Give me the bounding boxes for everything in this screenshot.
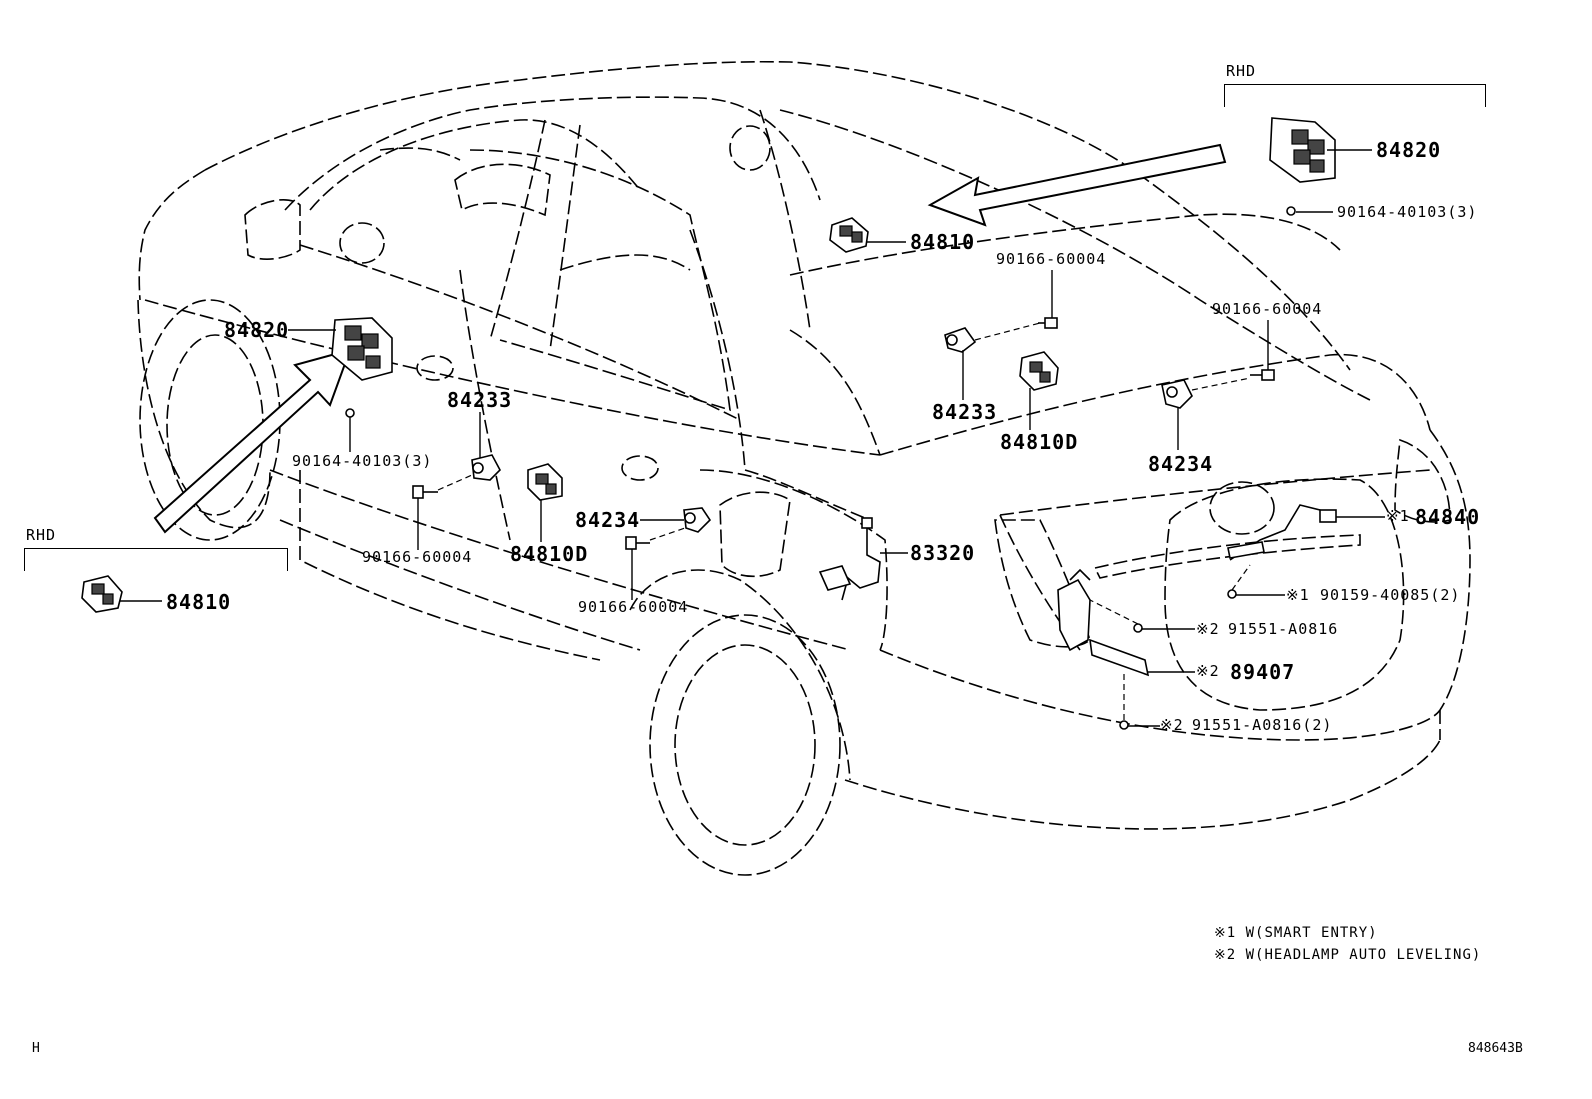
part-91551-a[interactable]: 91551-A0816 — [1228, 620, 1339, 638]
switch-84234-right-icon — [1161, 379, 1193, 409]
part-84810-mid[interactable]: 84810 — [910, 230, 976, 254]
part-90166-left[interactable]: 90166-60004 — [362, 548, 473, 566]
part-90164-left[interactable]: 90164-40103(3) — [292, 452, 433, 470]
bolt-91551-a-icon — [1133, 623, 1143, 633]
mark-1-90159: ※1 — [1286, 586, 1310, 604]
part-84233-right[interactable]: 84233 — [932, 400, 998, 424]
switch-84810D-left-icon — [527, 463, 563, 501]
rhd-label-top: RHD — [1226, 62, 1257, 80]
switch-84820-left-icon — [331, 317, 393, 381]
bolt-90166-a-icon — [1038, 317, 1058, 329]
sensor-83320-icon — [818, 517, 881, 601]
part-84840[interactable]: 84840 — [1415, 505, 1481, 529]
sensor-89407-icon — [1057, 568, 1150, 677]
note-smart-entry: ※1 W(SMART ENTRY) — [1214, 925, 1378, 941]
part-83320[interactable]: 83320 — [910, 541, 976, 565]
part-84820-top[interactable]: 84820 — [1376, 138, 1442, 162]
part-84810-rhd[interactable]: 84810 — [166, 590, 232, 614]
part-84234-left[interactable]: 84234 — [575, 508, 641, 532]
rhd-bracket-top — [1224, 84, 1486, 107]
part-90159[interactable]: 90159-40085(2) — [1320, 586, 1461, 604]
footer-left-code: H — [32, 1041, 40, 1056]
car-body-outline — [137, 60, 1471, 876]
switch-84234-left-icon — [683, 507, 712, 533]
note-headlamp-leveling: ※2 W(HEADLAMP AUTO LEVELING) — [1214, 947, 1482, 963]
part-90166-bottom[interactable]: 90166-60004 — [578, 598, 689, 616]
part-90166-a[interactable]: 90166-60004 — [996, 250, 1107, 268]
switch-84233-left-icon — [471, 454, 501, 481]
bolt-91551-b-icon — [1119, 720, 1129, 730]
mark-1-84840: ※1 — [1386, 507, 1410, 525]
switch-84810-mid-icon — [829, 217, 869, 253]
part-icons — [81, 117, 1337, 730]
bolt-90166-left-icon — [412, 485, 438, 499]
mark-2-91551-b: ※2 — [1160, 716, 1184, 734]
part-91551-b[interactable]: 91551-A0816(2) — [1192, 716, 1333, 734]
part-90164-top[interactable]: 90164-40103(3) — [1337, 203, 1478, 221]
part-84810D-right[interactable]: 84810D — [1000, 430, 1079, 454]
mark-2-91551-a: ※2 — [1196, 620, 1220, 638]
leader-lines — [120, 149, 1385, 727]
part-84810D-left[interactable]: 84810D — [510, 542, 589, 566]
bolt-90164-top-icon — [1286, 206, 1296, 216]
switch-84810-rhd-icon — [81, 575, 123, 613]
part-84234-right[interactable]: 84234 — [1148, 452, 1214, 476]
part-84820-left[interactable]: 84820 — [224, 318, 290, 342]
footer-diagram-code: 848643B — [1468, 1041, 1523, 1056]
switch-84810D-right-icon — [1019, 351, 1059, 391]
left-pointer-arrow — [153, 348, 352, 534]
rhd-label-left: RHD — [26, 526, 57, 544]
direction-arrows — [153, 143, 1227, 534]
mark-2-89407: ※2 — [1196, 662, 1220, 680]
bolt-90166-b-icon — [1250, 369, 1275, 381]
part-84233-left[interactable]: 84233 — [447, 388, 513, 412]
part-89407[interactable]: 89407 — [1230, 660, 1296, 684]
part-90166-b[interactable]: 90166-60004 — [1212, 300, 1323, 318]
right-pointer-arrow — [927, 143, 1227, 227]
bolt-90159-icon — [1227, 589, 1237, 599]
rhd-bracket-left — [24, 548, 288, 571]
switch-84840-icon — [1227, 504, 1337, 561]
bolt-90164-left-icon — [345, 408, 355, 418]
switch-84820-top-icon — [1269, 117, 1336, 183]
bolt-90166-bottom-icon — [625, 536, 650, 550]
switch-84233-right-icon — [944, 327, 977, 353]
